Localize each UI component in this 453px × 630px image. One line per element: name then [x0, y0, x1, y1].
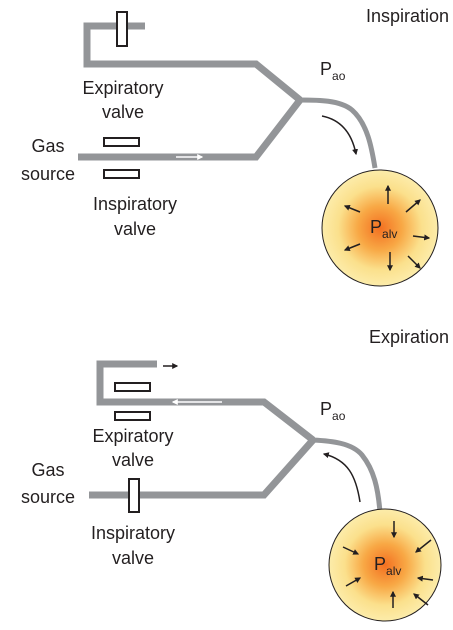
expiratory-valve-label-2: valve: [102, 102, 144, 122]
inspiratory-valve-label: Inspiratory: [91, 523, 175, 543]
expiratory-valve-label: Expiratory: [82, 78, 163, 98]
pressure-arrow: [415, 539, 432, 553]
phase-title: Expiration: [369, 327, 449, 347]
expiratory-valve-plate-top: [114, 382, 151, 392]
pressure-arrow: [412, 234, 431, 241]
inspiratory-limb-tube: [78, 97, 303, 161]
inspiratory-valve-plate-bottom: [103, 169, 140, 179]
expiratory-valve-plate-bottom: [114, 411, 151, 421]
inspiratory-valve-label-2: valve: [114, 219, 156, 239]
alveolar-pressure-arrows-inward: [342, 521, 434, 608]
airway-pressure-label: Pao: [320, 399, 346, 423]
expiratory-valve-closed: [116, 11, 128, 47]
inspiratory-valve-plate-top: [103, 137, 140, 147]
alveolar-pressure-label: Palv: [374, 554, 401, 578]
airway-tube: [299, 97, 378, 169]
pressure-arrow: [407, 255, 421, 269]
pressure-arrow: [343, 204, 361, 213]
expiratory-limb-tube: [83, 22, 303, 103]
alveolar-pressure-arrows-outward: [343, 184, 431, 272]
expiratory-valve-label: Expiratory: [92, 426, 173, 446]
pressure-arrow: [405, 199, 421, 213]
pressure-arrow: [342, 546, 360, 555]
panel-expiration: Expiration Expiratory valve Gas source I…: [21, 327, 449, 622]
inspiratory-valve-label-2: valve: [112, 548, 154, 568]
pressure-arrow: [343, 243, 361, 252]
pressure-arrow: [345, 577, 362, 587]
phase-title: Inspiration: [366, 6, 449, 26]
pressure-arrow: [413, 593, 429, 606]
expiratory-limb-tube: [96, 360, 316, 443]
inspiratory-valve-closed: [128, 478, 140, 513]
airway-flow-arrow: [322, 452, 361, 503]
airway-pressure-label: Pao: [320, 59, 346, 83]
alveolus: [328, 508, 442, 622]
panel-inspiration: Inspiration Expiratory valve Gas source …: [21, 6, 449, 287]
gas-source-label-2: source: [21, 164, 75, 184]
gas-source-label: Gas: [31, 136, 64, 156]
gas-source-label: Gas: [31, 460, 64, 480]
pressure-arrow: [416, 575, 434, 582]
airway-flow-arrow: [321, 115, 358, 156]
airway-tube: [312, 437, 383, 513]
inspiratory-valve-label: Inspiratory: [93, 194, 177, 214]
gas-source-label-2: source: [21, 487, 75, 507]
alveolar-pressure-label: Palv: [370, 217, 397, 241]
inspiratory-limb-tube: [89, 437, 316, 499]
expiratory-valve-label-2: valve: [112, 450, 154, 470]
